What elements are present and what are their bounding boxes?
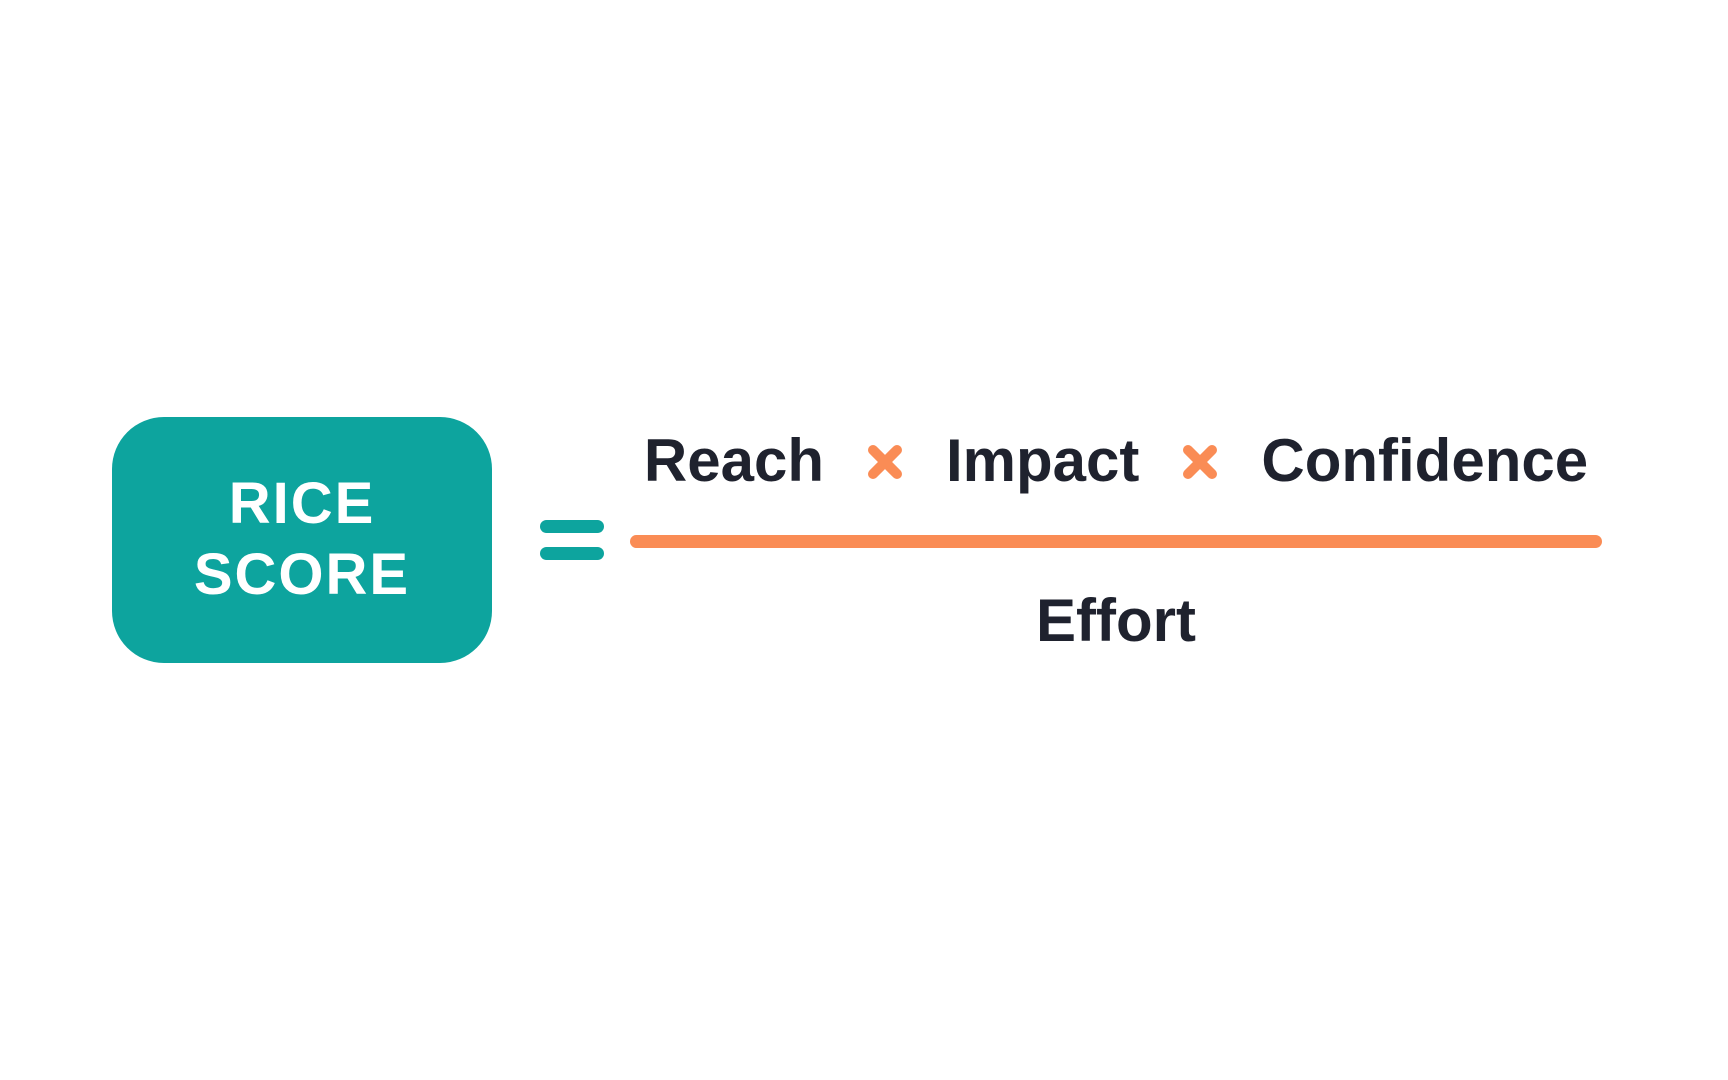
equals-top-bar [540,520,604,533]
fraction-bar [630,534,1602,548]
formula-numerator: Reach Impact Confidence [644,426,1588,495]
formula-fraction: Reach Impact Confidence Effort [630,426,1602,655]
equals-icon [540,520,604,560]
multiply-icon [1183,445,1218,479]
equals-bottom-bar [540,547,604,560]
multiply-icon [868,445,902,479]
badge-line-score: SCORE [193,542,411,607]
term-effort: Effort [1036,586,1196,654]
term-impact: Impact [946,426,1140,494]
term-reach: Reach [643,426,824,494]
rice-score-badge: RICE SCORE [112,417,492,663]
badge-line-rice: RICE [228,471,376,537]
term-confidence: Confidence [1261,426,1589,494]
